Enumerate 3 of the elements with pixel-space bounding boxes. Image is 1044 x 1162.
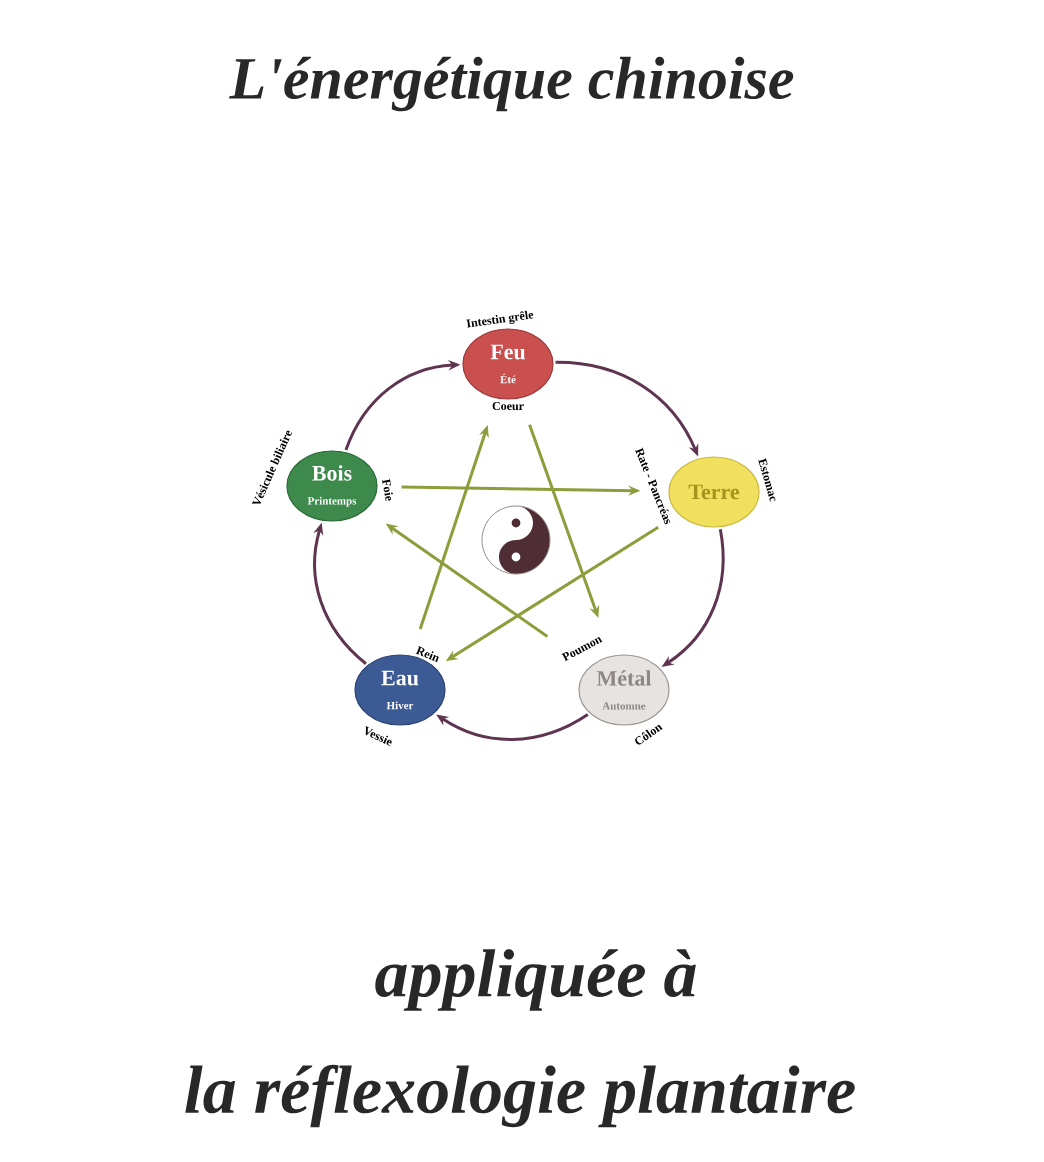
subtitle: la réflexologie plantaire — [185, 1064, 855, 1128]
subtitle: appliquée à — [375, 949, 696, 1011]
title: L'énergétique chinoise — [229, 56, 794, 112]
